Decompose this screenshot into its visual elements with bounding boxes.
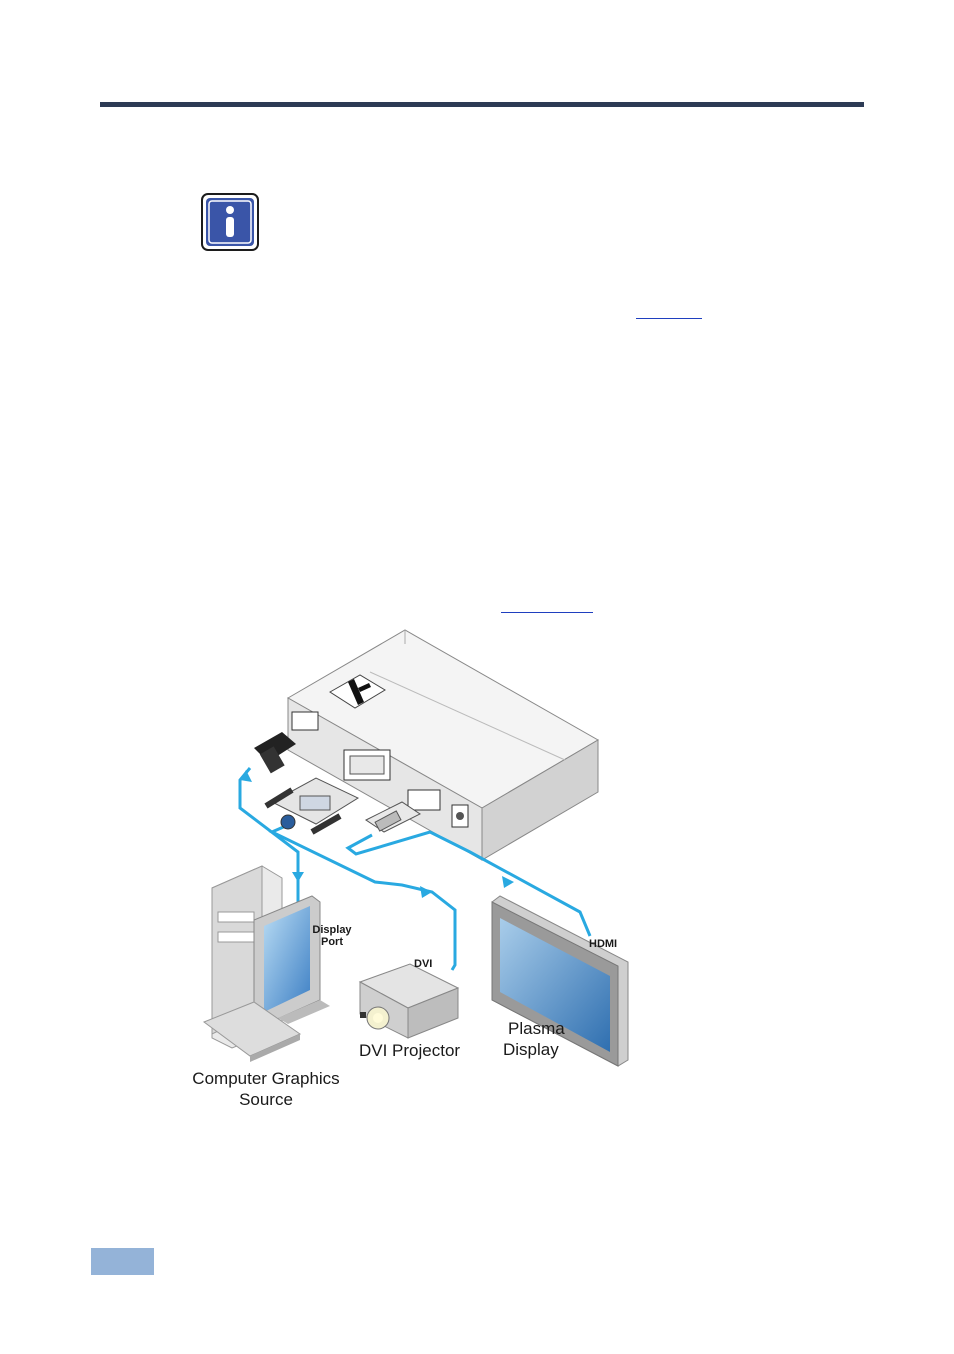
- cable-arrows: [240, 770, 514, 898]
- displayport-label: Display Port: [312, 924, 352, 948]
- computer-label: Computer Graphics Source: [192, 1069, 340, 1109]
- section-link-underline[interactable]: [501, 612, 593, 613]
- plasma-label: Plasma Display: [503, 1019, 565, 1059]
- info-icon: [201, 193, 259, 251]
- dvi-plug: [264, 777, 360, 835]
- projector-illustration: [358, 963, 460, 1039]
- plasma-illustration: [491, 895, 629, 1067]
- page-number-tab: [91, 1248, 154, 1275]
- kramer-logo-icon: [348, 679, 371, 705]
- figure-link-underline[interactable]: [636, 318, 702, 319]
- dvi-connector-label: DVI: [414, 958, 433, 970]
- connection-diagram: Display Port DVI HDMI DVI Projector Plas…: [170, 620, 640, 1120]
- projector-label: DVI Projector: [359, 1041, 461, 1060]
- digitools-unit: [286, 629, 599, 861]
- hdmi-plug: [365, 801, 421, 833]
- computer-illustration: [202, 865, 330, 1062]
- hdmi-connector-label: HDMI: [589, 938, 618, 950]
- header-rule: [100, 102, 864, 107]
- displayport-plug: [254, 732, 296, 774]
